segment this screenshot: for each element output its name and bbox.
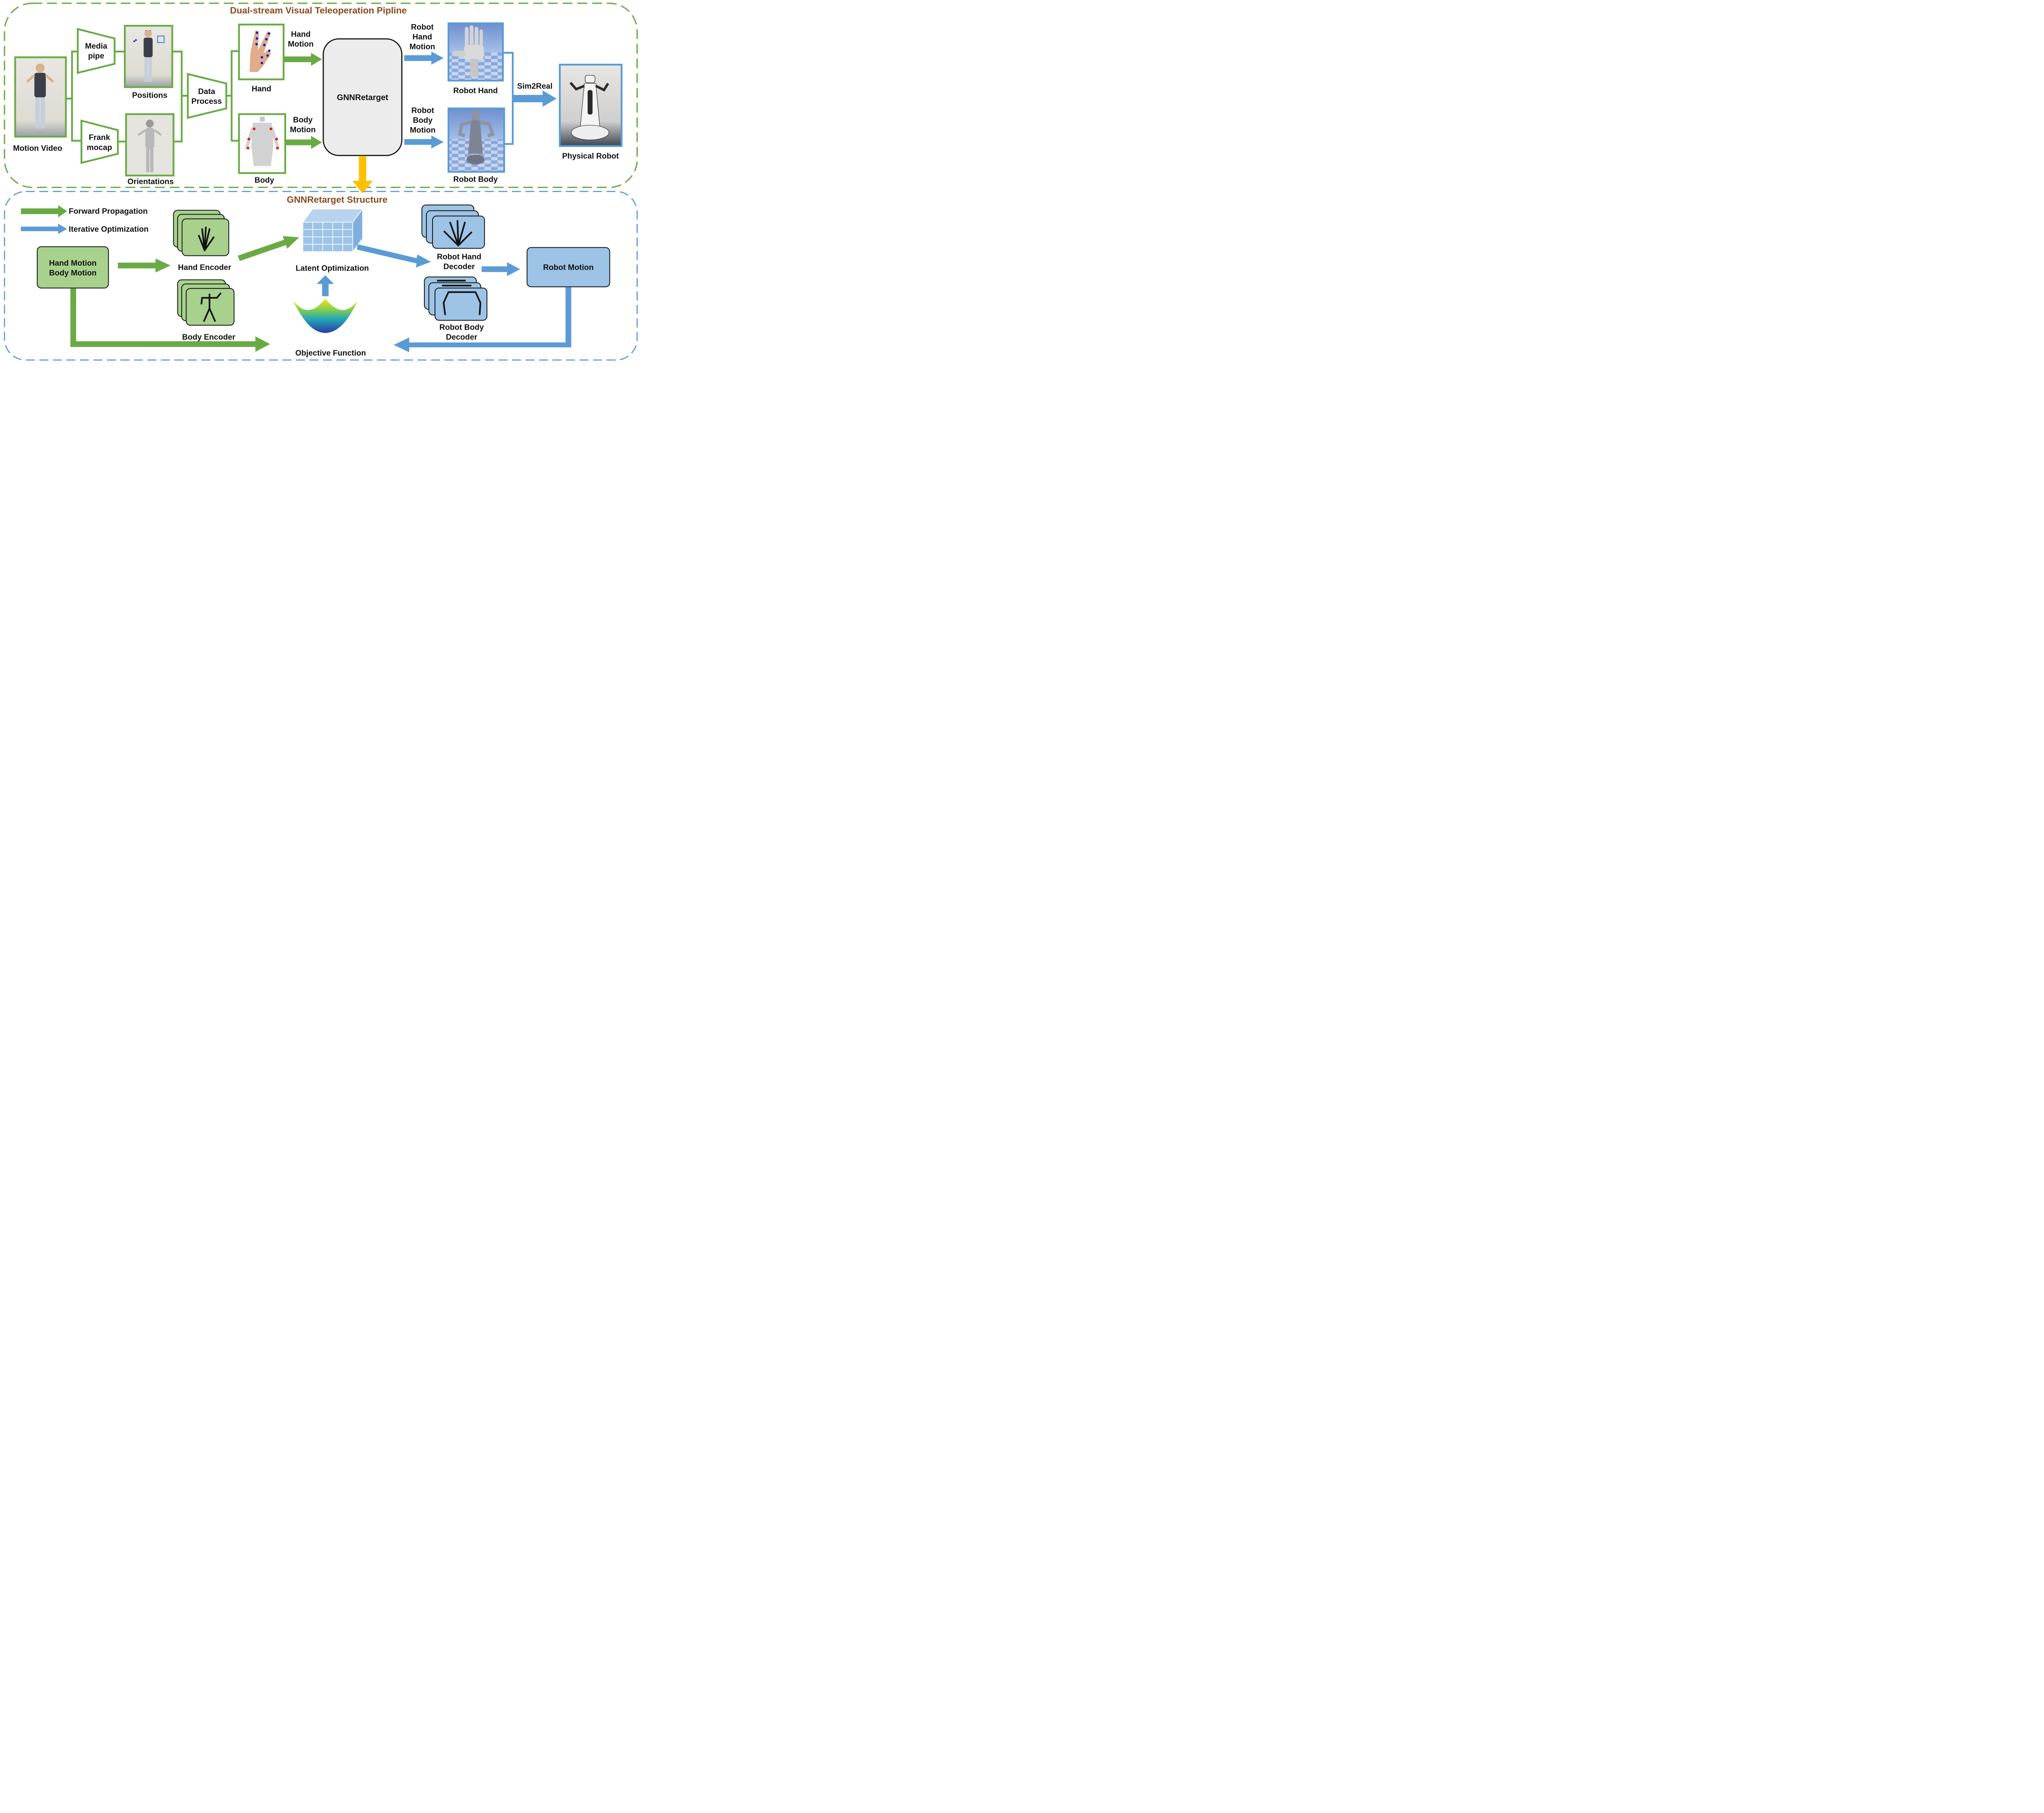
- latent-label: Latent Optimization: [296, 264, 369, 273]
- data-process-block: [187, 73, 227, 119]
- input-label-line1: Hand Motion: [49, 259, 96, 268]
- objective-to-latent-arrow: [316, 275, 334, 296]
- hand-encoder-stack: [173, 210, 229, 256]
- body-motion-label-line1: Body: [293, 116, 313, 125]
- legend-iterative-label: Iterative Optimization: [69, 225, 148, 234]
- robot-hand-decoder-stack: [421, 204, 485, 249]
- legend-forward-arrow: [21, 205, 67, 217]
- physical-robot-image: [559, 63, 623, 147]
- robot-body-decoder-label-line1: Robot Body: [439, 323, 484, 332]
- pipeline-title: Dual-stream Visual Teleoperation Pipline: [230, 5, 407, 16]
- objective-label: Objective Function: [295, 349, 366, 358]
- hand-encoder-label: Hand Encoder: [178, 264, 231, 272]
- body-motion-label-line2: Motion: [290, 126, 316, 134]
- diagram-canvas: Dual-stream Visual Teleoperation Pipline…: [4, 2, 638, 361]
- robot-body-motion-label-line1: Robot: [411, 106, 434, 115]
- robot-body-label: Robot Body: [453, 175, 498, 184]
- objective-function-plot: [293, 298, 358, 333]
- robot-body-sim-image: [447, 107, 505, 173]
- input-to-encoder-arrow: [118, 258, 171, 273]
- frankmocap-label-line1: Frank: [89, 134, 110, 142]
- data-process-label-line2: Process: [191, 97, 222, 106]
- positions-label: Positions: [132, 92, 167, 100]
- latent-to-decoder-arrow: [356, 244, 431, 268]
- legend-iterative-arrow: [21, 224, 67, 234]
- robot-body-motion-arrow: [404, 135, 444, 149]
- hand-motion-label-line2: Motion: [288, 40, 314, 49]
- body-motion-arrow: [285, 136, 322, 149]
- body-label: Body: [255, 176, 274, 185]
- orientations-label: Orientations: [128, 177, 174, 186]
- mediapipe-block: [76, 28, 116, 74]
- legend-forward-label: Forward Propagation: [69, 207, 148, 216]
- robot-hand-decoder-label-line2: Decoder: [444, 263, 475, 271]
- hand-image: [238, 23, 285, 81]
- physical-robot-label: Physical Robot: [562, 152, 619, 161]
- input-label-line2: Body Motion: [49, 269, 96, 278]
- encoder-to-latent-arrow: [238, 236, 299, 261]
- data-split-connector: [226, 50, 239, 142]
- gnnretarget-label: GNNRetarget: [337, 93, 388, 102]
- robot-hand-motion-label-line3: Motion: [410, 43, 435, 51]
- robot-hand-motion-label-line2: Hand: [412, 33, 432, 42]
- robot-body-motion-label-line2: Body: [413, 116, 433, 125]
- gnnretarget-expand-arrow: [352, 156, 373, 194]
- frankmocap-block: [80, 119, 119, 164]
- mediapipe-label-line2: pipe: [88, 52, 104, 60]
- robot-motion-block: [527, 247, 610, 287]
- orientations-image: [125, 113, 175, 177]
- robot-body-decoder-label-line2: Decoder: [446, 333, 477, 342]
- robot-hand-motion-arrow: [404, 51, 444, 65]
- robot-body-decoder-stack: [424, 276, 488, 321]
- hand-motion-label-line1: Hand: [291, 30, 311, 39]
- output-to-objective-arrow: [393, 287, 572, 352]
- frankmocap-label-line2: mocap: [87, 143, 112, 152]
- decoder-to-output-arrow: [482, 262, 520, 276]
- input-motion-block: [37, 246, 109, 289]
- hand-motion-arrow: [284, 53, 322, 66]
- merge-connector: [172, 50, 188, 143]
- robot-hand-sim-image: [447, 22, 504, 82]
- robot-motion-label: Robot Motion: [543, 264, 594, 272]
- robot-hand-decoder-label-line1: Robot Hand: [437, 253, 482, 262]
- hand-label: Hand: [252, 85, 271, 94]
- motion-video-image: [14, 56, 67, 138]
- input-to-objective-arrow: [70, 288, 270, 352]
- latent-cube: [302, 208, 363, 253]
- positions-image: [124, 25, 173, 88]
- sim2real-arrow: [513, 90, 557, 107]
- robot-hand-label: Robot Hand: [453, 87, 498, 95]
- gnnretarget-block: [323, 38, 403, 156]
- body-encoder-stack: [177, 279, 235, 326]
- motion-video-label: Motion Video: [13, 144, 62, 153]
- pipeline-panel-border: [4, 2, 638, 188]
- sim2real-label: Sim2Real: [517, 82, 552, 91]
- body-image: [238, 113, 286, 174]
- structure-title: GNNRetarget Structure: [287, 195, 388, 205]
- body-encoder-label: Body Encoder: [182, 333, 235, 342]
- robot-body-motion-label-line3: Motion: [410, 126, 436, 134]
- robot-hand-motion-label-line1: Robot: [411, 23, 434, 32]
- video-branch-connector: [66, 50, 82, 142]
- data-process-label-line1: Data: [198, 87, 215, 96]
- mediapipe-label-line1: Media: [85, 42, 108, 51]
